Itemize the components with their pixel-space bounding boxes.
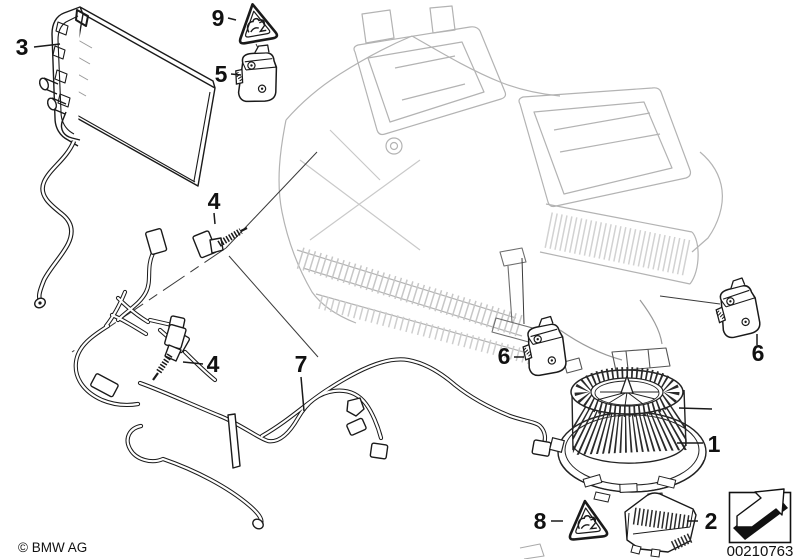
callout-2[interactable]: 2 — [705, 508, 718, 534]
heater-core — [38, 6, 216, 187]
blower-motor — [548, 367, 707, 503]
actuator-item5 — [230, 40, 283, 107]
actuator-item6-right — [711, 274, 764, 341]
continuation-arrow-box[interactable] — [728, 488, 792, 544]
callout-1[interactable]: 1 — [708, 431, 721, 457]
temp-sensor-lower — [152, 323, 187, 381]
hazard-warning-triangle-icon-9 — [232, 0, 279, 46]
direction-arrow-icon — [733, 488, 788, 540]
heater-core-drain-hose — [34, 140, 77, 309]
callout-6-right[interactable]: 6 — [752, 340, 765, 366]
callout-6-left[interactable]: 6 — [498, 343, 511, 369]
wiring-harness — [73, 227, 552, 530]
callout-7[interactable]: 7 — [295, 351, 308, 377]
hvac-housing-outline — [278, 5, 723, 361]
callout-4-lower[interactable]: 4 — [207, 351, 220, 377]
hvac-housing-ribs — [296, 212, 692, 367]
callout-5[interactable]: 5 — [215, 61, 228, 87]
callout-8[interactable]: 8 — [534, 508, 547, 534]
actuator-item6-left — [522, 316, 567, 376]
temp-sensor-upper — [192, 227, 248, 259]
callout-9[interactable]: 9 — [212, 5, 225, 31]
callout-leader-lines — [33, 17, 758, 522]
copyright-label: © BMW AG — [18, 540, 87, 555]
blower-regulator — [624, 492, 697, 558]
callout-3[interactable]: 3 — [16, 34, 29, 60]
hazard-warning-triangle-icon-8 — [565, 497, 609, 542]
callout-4-upper[interactable]: 4 — [208, 188, 221, 214]
image-number: 00210763 — [727, 543, 794, 559]
